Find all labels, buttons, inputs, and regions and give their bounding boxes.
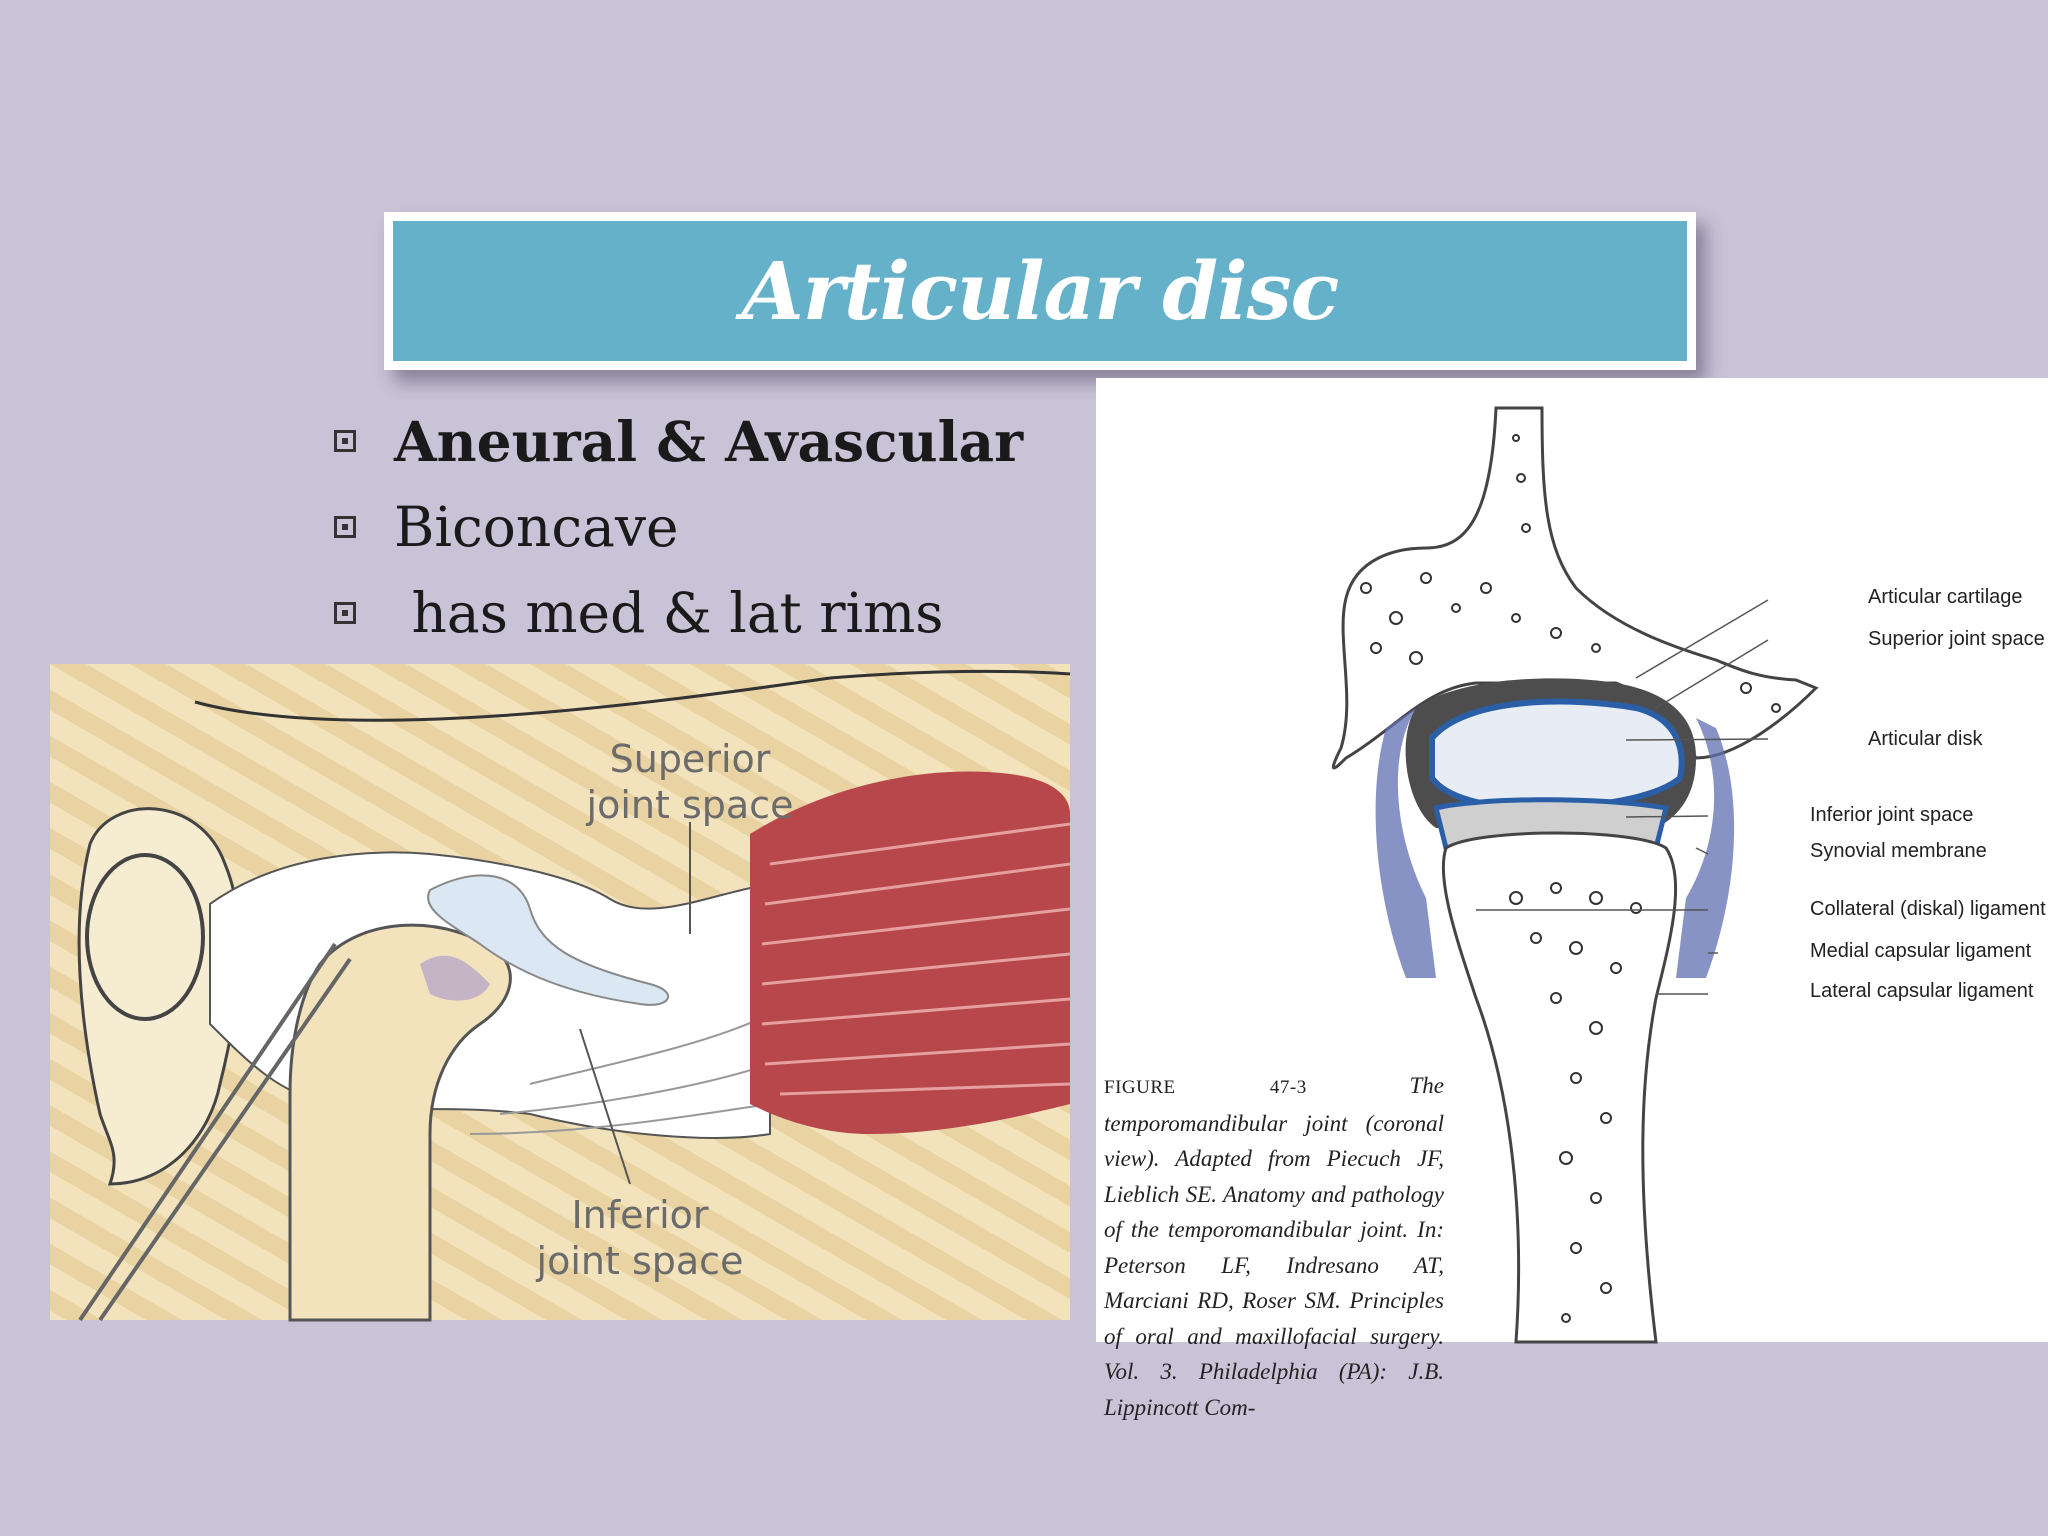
probe-line — [78, 942, 352, 1322]
title-banner: Articular disc — [384, 212, 1696, 370]
slide-title: Articular disc — [741, 244, 1340, 338]
label-leader-lines — [1476, 599, 1769, 995]
ear-ring — [85, 853, 205, 1021]
articular-disk-shape — [1429, 698, 1685, 812]
inferior-joint-space-label: Inferior joint space — [536, 1193, 744, 1283]
bullet-item: Aneural & Avascular — [334, 398, 1094, 484]
trabecular-texture — [1360, 434, 1781, 1323]
bullet-text: Aneural & Avascular — [394, 408, 1024, 474]
caption-figure-number: FIGURE 47-3 — [1104, 1077, 1307, 1098]
label-superior-joint-space: Superior joint space — [1868, 628, 2045, 650]
tmj-sagittal-drawing — [50, 664, 1071, 1322]
bullet-text: Biconcave — [394, 495, 679, 559]
tmj-coronal-figure: Articular cartilage Superior joint space… — [1096, 378, 2048, 1420]
tmj-coronal-drawing — [1331, 406, 1819, 1344]
inferior-leader-line — [579, 1028, 631, 1185]
muscle-striations — [761, 822, 1071, 1096]
label-articular-cartilage: Articular cartilage — [1868, 586, 2023, 608]
bullet-item: has med & lat rims — [334, 570, 1094, 656]
ligament-fibers — [469, 1013, 771, 1135]
synovial-tissue — [420, 955, 490, 1001]
label-lateral-capsular-ligament: Lateral capsular ligament — [1810, 980, 2034, 1002]
square-bullet-icon — [334, 602, 356, 624]
superior-joint-space-label: Superior joint space — [586, 737, 794, 827]
label-inferior-joint-space: Inferior joint space — [1810, 804, 1974, 826]
bullet-text: has med & lat rims — [394, 581, 944, 645]
bullet-list: Aneural & Avascular Biconcave has med & … — [334, 398, 1094, 656]
square-bullet-icon — [334, 516, 356, 538]
caption-text: The temporomandibular joint (coronal vie… — [1104, 1073, 1444, 1420]
tmj-sagittal-illustration: Superior joint space Inferior joint spac… — [50, 664, 1071, 1322]
skull-outline — [194, 669, 1071, 722]
joint-capsule-shape — [1375, 708, 1735, 978]
title-bar: Articular disc — [393, 221, 1687, 361]
mandibular-condyle — [1441, 831, 1678, 1344]
bullet-item: Biconcave — [334, 484, 1094, 570]
figure-caption: FIGURE 47-3 The temporomandibular joint … — [1104, 1068, 1444, 1425]
articular-disc — [427, 874, 670, 1006]
label-collateral-ligament: Collateral (diskal) ligament — [1810, 898, 2046, 920]
square-bullet-icon — [334, 430, 356, 452]
label-medial-capsular-ligament: Medial capsular ligament — [1810, 940, 2032, 962]
condyle — [288, 923, 512, 1322]
lateral-pterygoid-muscle — [750, 771, 1070, 1134]
label-synovial-membrane: Synovial membrane — [1810, 840, 1987, 862]
label-articular-disk: Articular disk — [1868, 728, 1983, 750]
